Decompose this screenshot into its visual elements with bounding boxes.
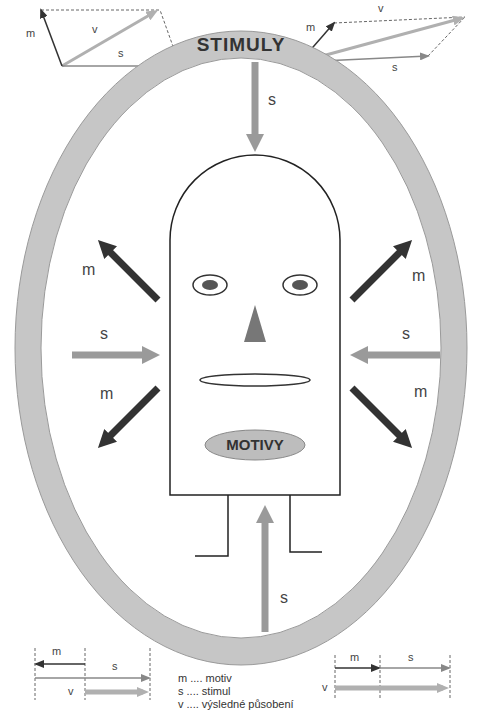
motive-arrows [105,247,405,441]
stimulus-ring: MOTIVY STIMULY [14,30,468,666]
vector-label: s [280,590,288,606]
vector-label: v [68,686,74,697]
head-outline [170,155,340,495]
motive-arrow [335,667,379,669]
motive-arrow [352,247,405,300]
stimulus-arrow [380,667,449,669]
motive-ellipse: MOTIVY [204,429,306,461]
stimulus-arrow [262,515,269,632]
nose [244,305,266,342]
vector-label: v [92,24,98,35]
leg [290,495,322,552]
vector-label: s [408,652,414,663]
dashed-guide [450,655,451,700]
dashed-guide [380,655,381,700]
dashed-guide [150,648,151,700]
motive-arrow [105,247,158,300]
vector-label: m [26,28,35,39]
vector-label: m [350,652,359,663]
legend-entry: m .... motiv [178,672,294,685]
stimulus-arrow [252,62,259,142]
legend-entry: v .... výsledné působení [178,698,294,711]
ellipse-outline [205,430,305,460]
vector-label: m [306,22,315,33]
vector-label: s [100,326,108,342]
vector-label: s [118,48,124,59]
ring-band [15,31,467,665]
result-arrow [62,13,153,66]
mouth [200,374,310,386]
ring-shape [14,30,468,666]
vector-label: s [392,62,398,73]
result-arrow [335,686,443,691]
stimulus-arrow [360,352,440,359]
motive-arrow [41,10,62,66]
stimulus-arrow [35,677,149,679]
vector-label: s [112,661,118,672]
dashed-guide [41,10,160,11]
vector-label: s [402,326,410,342]
dashed-guide [35,648,36,700]
leg [195,495,228,556]
node-text: MOTIVY [226,436,284,453]
motive-arrow [352,388,405,441]
vector-label: m [412,268,425,284]
vector-label: s [268,92,276,108]
pupil [292,280,308,290]
vector-label: v [322,682,328,693]
legend-entry: s .... stimul [178,685,294,698]
dashed-guide [335,655,336,700]
pupil [202,280,218,290]
stimulus-arrow [72,352,150,359]
vector-label: m [414,384,427,400]
motive-arrow [36,663,85,665]
vector-label: m [52,646,61,657]
head-figure [170,155,340,556]
eye [283,275,317,295]
vector-label: m [82,262,95,278]
eye [193,275,227,295]
legend: m .... motivs .... stimulv .... výsledné… [178,672,294,711]
vector-label: m [100,386,113,402]
ring-title: STIMULY [14,34,468,56]
stimulus-arrows [72,62,440,632]
vector-label: v [378,3,384,14]
result-arrow [85,690,143,695]
